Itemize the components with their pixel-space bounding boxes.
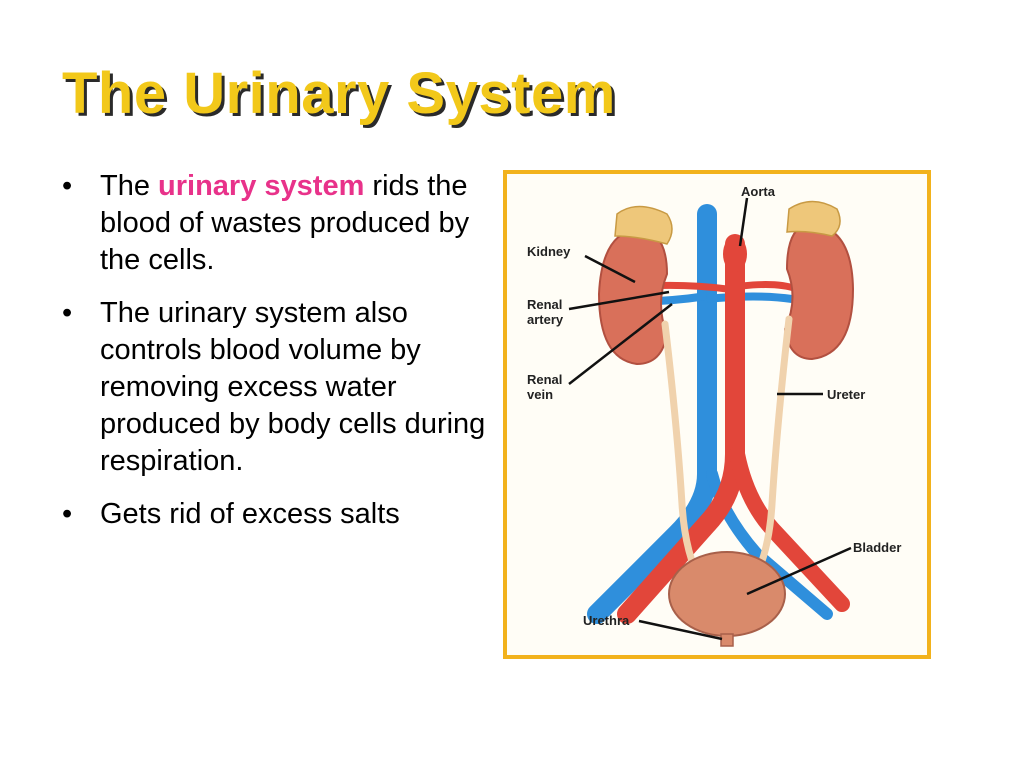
label-renal-vein-1: Renal [527,372,562,387]
bullet-item: • The urinary system also controls blood… [62,295,492,480]
bullet-text-pre: The [100,170,159,202]
bullet-marker: • [62,170,73,202]
aorta [617,234,850,624]
leader-lines [568,197,852,641]
label-renal-artery-2: artery [527,312,564,327]
label-bladder: Bladder [853,540,901,555]
label-renal-artery-1: Renal [527,297,562,312]
urinary-system-diagram: Aorta Kidney Renal artery Renal vein Ure… [503,170,931,659]
bullet-list: • The urinary system rids the blood of w… [62,168,492,549]
bladder [668,551,786,647]
kidney-left [597,205,673,366]
slide-title: The Urinary System [62,61,616,126]
bullet-item: • The urinary system rids the blood of w… [62,168,492,279]
bullet-text: The urinary system also controls blood v… [100,297,486,477]
bullet-marker: • [62,498,73,530]
label-ureter: Ureter [827,387,865,402]
label-renal-vein-2: vein [527,387,553,402]
bullet-text-post: rids the blood of wastes produced by the… [100,170,470,276]
label-aorta: Aorta [741,184,776,199]
bullet-text: Gets rid of excess salts [100,498,400,530]
diagram-svg: Aorta Kidney Renal artery Renal vein Ure… [527,184,901,647]
bullet-marker: • [62,297,73,329]
label-kidney: Kidney [527,244,571,259]
kidney-right [783,200,855,361]
label-urethra: Urethra [583,613,630,628]
ureters [661,315,793,588]
bullet-highlight: urinary system [158,170,365,202]
bullet-item: • Gets rid of excess salts [62,496,492,533]
